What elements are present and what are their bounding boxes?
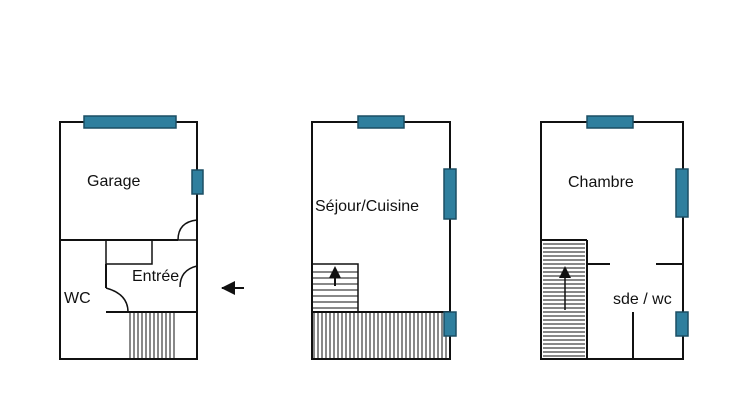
plan-first-floor: Séjour/Cuisine xyxy=(311,115,457,360)
room-label-sejour-cuisine: Séjour/Cuisine xyxy=(315,198,419,215)
window-right-low xyxy=(675,311,689,337)
storage-box xyxy=(105,239,153,265)
stairs-first xyxy=(313,312,447,359)
garage-door-arc xyxy=(177,219,198,241)
stairs-second xyxy=(543,243,585,357)
arrow-left-icon xyxy=(221,281,244,295)
arrow-up-icon xyxy=(329,266,341,286)
window-right xyxy=(675,168,689,218)
plan-ground-floor: Garage Entrée WC xyxy=(59,115,244,360)
stairs-ground xyxy=(129,312,175,359)
plan-second-floor: Chambre sde / wc xyxy=(540,115,689,360)
window-top xyxy=(586,115,634,129)
window-top xyxy=(83,115,177,129)
window-top xyxy=(357,115,405,129)
room-label-garage: Garage xyxy=(87,173,140,190)
arrow-up-icon xyxy=(559,266,571,310)
room-label-entree: Entrée xyxy=(132,268,179,285)
front-door-arc xyxy=(179,265,198,288)
room-label-sde-wc: sde / wc xyxy=(613,291,672,308)
outer-walls xyxy=(311,121,451,360)
wc-door-arc xyxy=(105,287,129,313)
room-label-wc: WC xyxy=(64,290,91,307)
window-right xyxy=(191,169,204,195)
room-label-chambre: Chambre xyxy=(568,174,634,191)
window-right xyxy=(443,168,457,220)
window-right-low xyxy=(443,311,457,337)
